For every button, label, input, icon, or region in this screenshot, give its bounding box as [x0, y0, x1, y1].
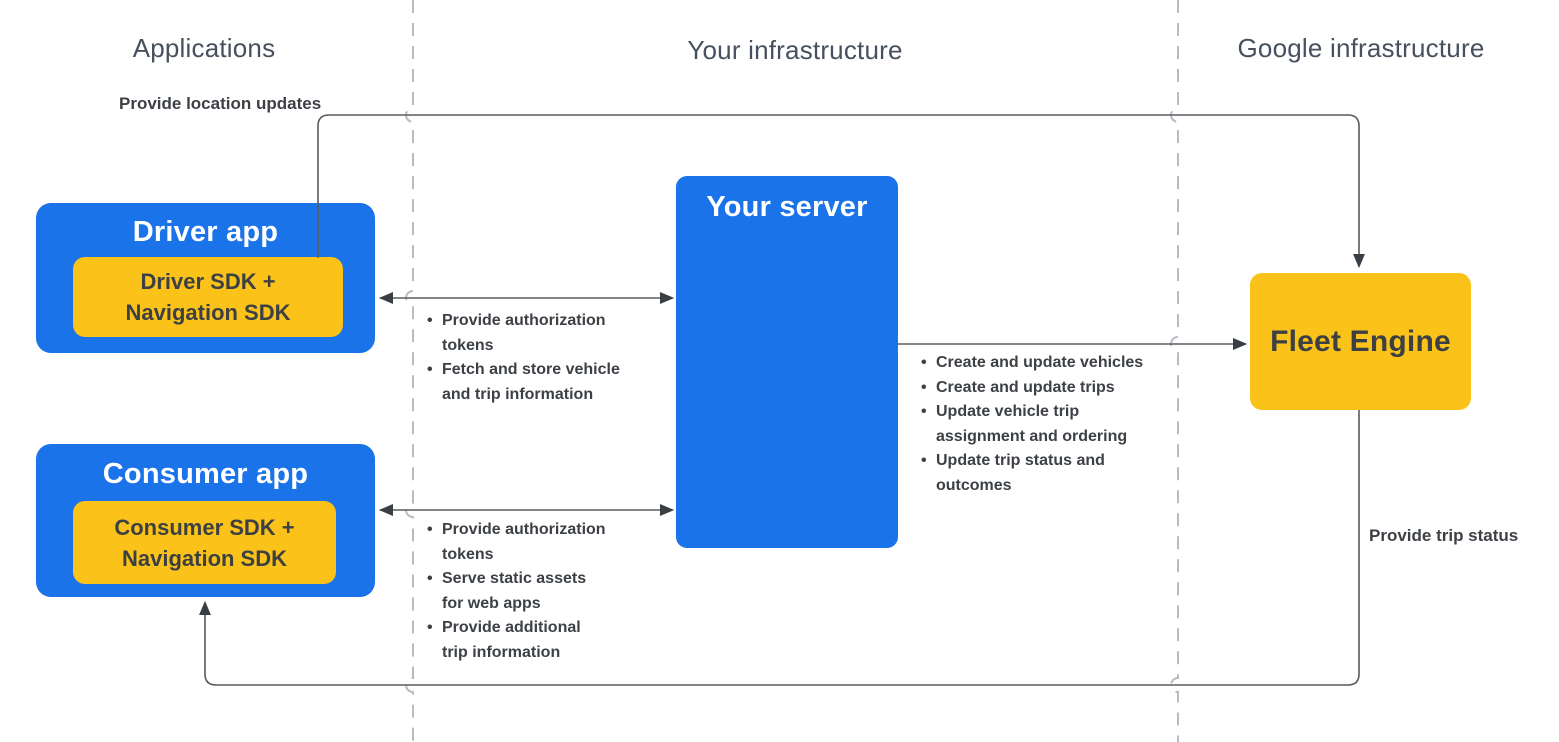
driver-app-node: Driver app Driver SDK + Navigation SDK — [36, 203, 375, 353]
provide-trip-status-label: Provide trip status — [1369, 526, 1519, 545]
server-fleet-notes: • Create and update vehicles • Create and u… — [921, 351, 1186, 498]
bullet-item: • Serve static assets for web apps — [427, 567, 657, 616]
consumer-sdk-line1: Consumer SDK + — [114, 514, 295, 540]
bullet-text: Create and update vehicles — [936, 354, 1144, 371]
bullet-dot: • — [427, 521, 433, 538]
consumer-sdk-chip: Consumer SDK + Navigation SDK — [73, 501, 336, 584]
provide-location-updates-label: Provide location updates — [119, 94, 322, 113]
consumer-sdk-line2: Navigation SDK — [121, 545, 288, 571]
bullet-dot: • — [921, 403, 927, 420]
bullet-text: Fetch and store vehicle and trip informa… — [442, 361, 620, 403]
driver-app-title: Driver app — [132, 216, 279, 248]
bullet-dot: • — [921, 452, 927, 469]
fleet-engine-node: Fleet Engine — [1250, 273, 1471, 410]
bullet-item: • Provide authorization tokens — [427, 309, 657, 358]
bullet-item: • Provide additional trip information — [427, 616, 657, 665]
bullet-dot: • — [921, 378, 927, 396]
bullet-item: • Update vehicle trip assignment and orde… — [921, 400, 1186, 449]
bullet-dot: • — [921, 354, 927, 371]
bullet-text: Provide authorization tokens — [442, 521, 606, 563]
bullet-item: • Provide authorization tokens — [427, 518, 657, 567]
driver-sdk-line2: Navigation SDK — [125, 300, 291, 325]
lane-divider-left — [405, 0, 414, 742]
your-server-node: Your server — [676, 176, 898, 548]
driver-server-notes: • Provide authorization tokens • Fetch and … — [427, 309, 657, 407]
your-server-title: Your server — [706, 191, 868, 223]
lane-header-your-infrastructure: Your infrastructure — [687, 35, 903, 65]
bullet-dot: • — [427, 312, 433, 329]
bullet-text: Provide authorization tokens — [442, 312, 606, 354]
bullet-dot: • — [427, 361, 433, 378]
bullet-item: • Fetch and store vehicle and trip inform… — [427, 358, 657, 407]
bullet-item: • Create and update trips — [921, 376, 1186, 401]
consumer-server-notes: • Provide authorization tokens • Serve stat… — [427, 518, 657, 665]
lane-header-google-infrastructure: Google infrastructure — [1237, 33, 1485, 63]
bullet-text: Provide additional trip information — [442, 619, 581, 661]
driver-sdk-line1: Driver SDK + — [140, 269, 276, 294]
bullet-text: Update trip status and outcomes — [936, 452, 1105, 494]
bullet-text: Update vehicle trip assignment and order… — [936, 403, 1128, 445]
consumer-app-title: Consumer app — [102, 458, 309, 490]
lane-header-applications: Applications — [132, 33, 276, 63]
bullet-text: Create and update trips — [936, 378, 1115, 396]
bullet-dot: • — [427, 619, 433, 636]
bullet-dot: • — [427, 570, 433, 587]
bullet-item: • Create and update vehicles — [921, 351, 1186, 376]
bullet-text: Serve static assets for web apps — [442, 570, 587, 612]
fleet-engine-title: Fleet Engine — [1270, 324, 1451, 358]
bullet-item: • Update trip status and outcomes — [921, 449, 1186, 498]
consumer-app-node: Consumer app Consumer SDK + Navigation S… — [36, 444, 375, 597]
driver-sdk-chip: Driver SDK + Navigation SDK — [73, 257, 343, 337]
